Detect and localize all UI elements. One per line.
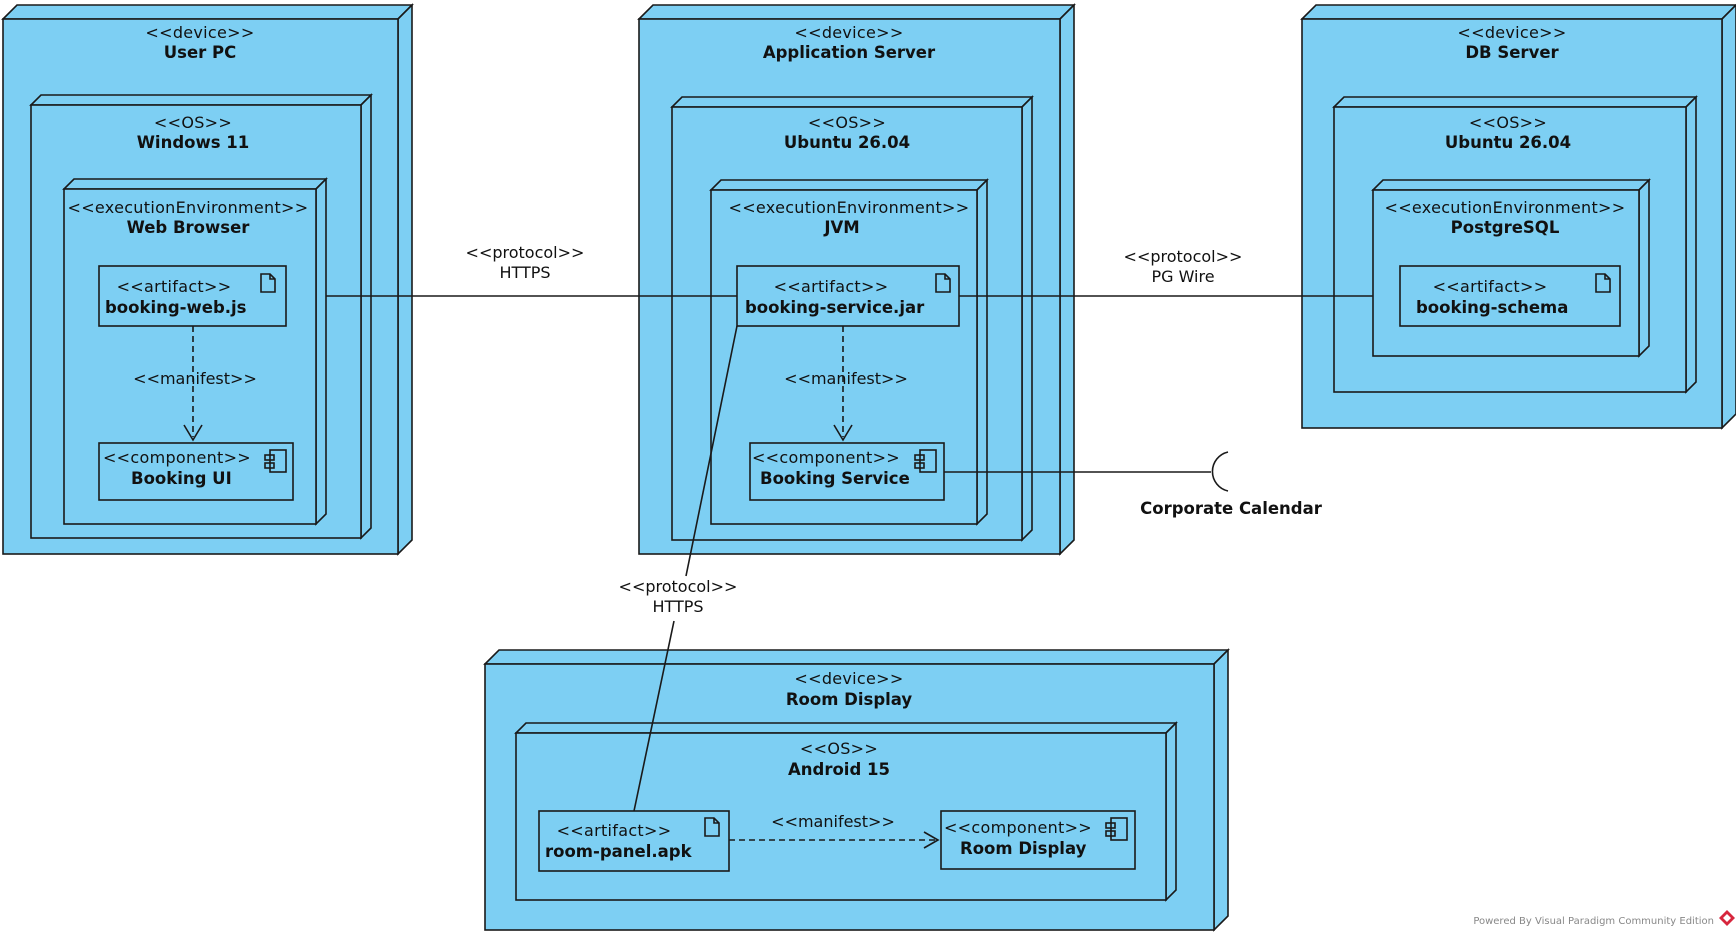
node-stereotype: <<device>> — [1457, 23, 1566, 42]
connection-stereotype: <<protocol>> — [619, 577, 738, 596]
component-stereotype: <<component>> — [944, 818, 1092, 837]
manifest-room: <<manifest>> — [729, 812, 940, 849]
manifest-web: <<manifest>> — [133, 326, 257, 442]
artifact-icon — [1595, 273, 1611, 293]
connection-name: HTTPS — [499, 263, 550, 282]
connection-web-app-https[interactable]: <<protocol>> HTTPS — [326, 243, 737, 297]
node-stereotype: <<device>> — [794, 23, 903, 42]
artifact-name: room-panel.apk — [545, 842, 693, 861]
component-booking-ui[interactable]: <<component>> Booking UI — [98, 442, 294, 501]
component-stereotype: <<component>> — [103, 448, 251, 467]
connection-name: HTTPS — [652, 597, 703, 616]
manifest-label: <<manifest>> — [784, 369, 908, 388]
connection-app-room-https[interactable]: <<protocol>> HTTPS — [619, 325, 738, 812]
visual-paradigm-logo-icon — [1719, 910, 1735, 926]
artifact-booking-web[interactable]: <<artifact>> booking-web.js — [98, 265, 287, 327]
manifest-label: <<manifest>> — [771, 812, 895, 831]
component-name: Booking UI — [131, 469, 232, 488]
node-stereotype: <<OS>> — [1469, 113, 1547, 132]
node-name: Room Display — [786, 690, 913, 709]
node-stereotype: <<OS>> — [800, 739, 878, 758]
artifact-stereotype: <<artifact>> — [774, 277, 889, 296]
component-name: Booking Service — [760, 469, 910, 488]
artifact-name: booking-service.jar — [745, 298, 925, 317]
connection-app-db-pgwire[interactable]: <<protocol>> PG Wire — [959, 247, 1373, 297]
node-name: Ubuntu 26.04 — [1445, 133, 1571, 152]
artifact-room-panel[interactable]: <<artifact>> room-panel.apk — [538, 810, 730, 872]
component-icon — [1105, 817, 1128, 841]
connection-stereotype: <<protocol>> — [466, 243, 585, 262]
node-stereotype: <<OS>> — [154, 113, 232, 132]
interface-label: Corporate Calendar — [1140, 499, 1323, 518]
component-booking-service[interactable]: <<component>> Booking Service — [749, 442, 945, 501]
component-icon — [264, 449, 287, 473]
watermark: Powered By Visual Paradigm Community Edi… — [1473, 910, 1735, 927]
node-name: Web Browser — [127, 218, 251, 237]
artifact-name: booking-schema — [1416, 298, 1568, 317]
watermark-text: Powered By Visual Paradigm Community Edi… — [1473, 916, 1714, 927]
node-stereotype: <<executionEnvironment>> — [729, 198, 970, 217]
artifact-icon — [935, 273, 951, 293]
node-name: User PC — [164, 43, 237, 62]
artifact-stereotype: <<artifact>> — [1433, 277, 1548, 296]
component-icon — [914, 449, 937, 473]
node-stereotype: <<executionEnvironment>> — [68, 198, 309, 217]
artifact-booking-schema[interactable]: <<artifact>> booking-schema — [1399, 265, 1621, 327]
node-name: Ubuntu 26.04 — [784, 133, 910, 152]
artifact-stereotype: <<artifact>> — [557, 821, 672, 840]
node-name: Windows 11 — [137, 133, 250, 152]
artifact-booking-service-jar[interactable]: <<artifact>> booking-service.jar — [736, 265, 960, 327]
node-name: DB Server — [1465, 43, 1559, 62]
node-name: PostgreSQL — [1451, 218, 1560, 237]
node-stereotype: <<device>> — [794, 669, 903, 688]
node-name: Android 15 — [788, 760, 890, 779]
node-stereotype: <<executionEnvironment>> — [1385, 198, 1626, 217]
connection-stereotype: <<protocol>> — [1124, 247, 1243, 266]
node-stereotype: <<device>> — [145, 23, 254, 42]
artifact-icon — [704, 817, 720, 837]
manifest-label: <<manifest>> — [133, 369, 257, 388]
manifest-service: <<manifest>> — [784, 326, 908, 442]
node-stereotype: <<OS>> — [808, 113, 886, 132]
component-stereotype: <<component>> — [752, 448, 900, 467]
artifact-icon — [260, 273, 276, 293]
node-name: JVM — [823, 218, 859, 237]
component-room-display[interactable]: <<component>> Room Display — [940, 810, 1136, 870]
connection-name: PG Wire — [1151, 267, 1214, 286]
component-name: Room Display — [960, 839, 1087, 858]
artifact-name: booking-web.js — [105, 298, 247, 317]
interface-corporate-calendar[interactable]: Corporate Calendar — [944, 451, 1323, 518]
artifact-stereotype: <<artifact>> — [117, 277, 232, 296]
node-name: Application Server — [763, 43, 936, 62]
